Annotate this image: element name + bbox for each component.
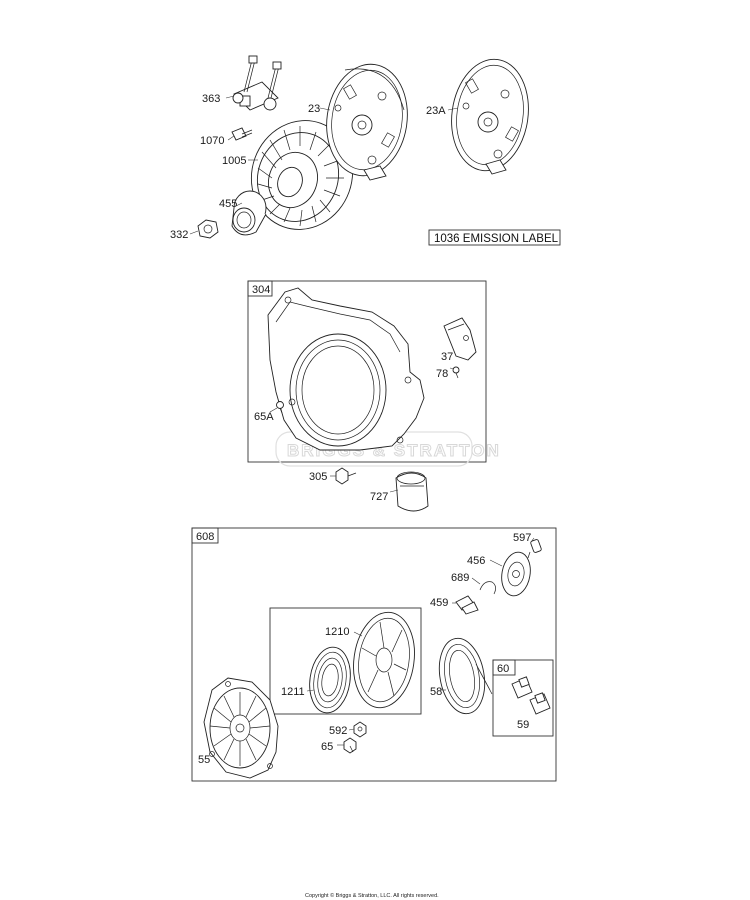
label-689: 689 (451, 572, 469, 584)
label-58: 58 (430, 686, 442, 698)
label-1005: 1005 (222, 155, 246, 167)
label-456: 456 (467, 555, 485, 567)
part-456-retainer (501, 551, 531, 597)
label-23: 23 (308, 103, 320, 115)
part-37-guard (443, 317, 477, 361)
part-592-nut (353, 721, 367, 738)
label-592: 592 (329, 725, 347, 737)
part-65a-screw (276, 401, 284, 414)
part-597-screw (527, 539, 542, 559)
label-78: 78 (436, 368, 448, 380)
part-1005-fan (250, 120, 354, 230)
label-65a: 65A (254, 411, 274, 423)
part-58-rope (438, 637, 493, 715)
frame-pulley-subassembly (269, 607, 422, 715)
blower-housing-group: 304 BRIGGS & STRATTON (247, 280, 499, 512)
label-60: 60 (497, 663, 509, 675)
part-455-cup (231, 190, 267, 236)
part-1211-spring (309, 646, 351, 714)
label-37: 37 (441, 351, 453, 363)
label-597: 597 (513, 532, 531, 544)
copyright-text: Copyright © Briggs & Stratton, LLC. All … (305, 892, 439, 899)
emission-label-text: 1036 EMISSION LABEL (434, 233, 559, 245)
label-55: 55 (198, 754, 210, 766)
part-332-nut (197, 219, 219, 239)
part-55-starter-housing (203, 677, 279, 779)
label-332: 332 (170, 229, 188, 241)
part-78-screw (452, 366, 460, 379)
part-1070-bolt (231, 127, 253, 141)
label-727: 727 (370, 491, 388, 503)
rewind-starter-group: 608 597 456 689 459 (191, 527, 557, 782)
part-305-screw (335, 467, 357, 485)
part-23-flywheel (326, 63, 408, 181)
frame-304 (247, 280, 487, 463)
part-459-dog (455, 595, 479, 615)
part-65-screw (343, 737, 357, 754)
part-689-clip (479, 581, 496, 595)
flywheel-group: 363 23 23A 1070 1005 455 332 1036 EMISSI… (170, 55, 561, 246)
emission-label-box: 1036 EMISSION LABEL (428, 229, 561, 246)
frame-60 (492, 659, 554, 737)
label-59: 59 (517, 719, 529, 731)
part-727-cover (395, 471, 429, 512)
part-1210-pulley (353, 611, 415, 709)
label-1210: 1210 (325, 626, 349, 638)
label-1070: 1070 (200, 135, 224, 147)
label-455: 455 (219, 198, 237, 210)
part-59-handle (511, 676, 551, 715)
label-1211: 1211 (281, 686, 305, 698)
label-304: 304 (252, 284, 270, 296)
frame-608 (191, 527, 557, 782)
part-23a-flywheel (451, 58, 529, 175)
label-305: 305 (309, 471, 327, 483)
part-304-housing (267, 287, 425, 451)
label-65: 65 (321, 741, 333, 753)
label-23a: 23A (426, 105, 446, 117)
label-363: 363 (202, 93, 220, 105)
label-459: 459 (430, 597, 448, 609)
part-363-bracket (232, 55, 282, 111)
label-608: 608 (196, 531, 214, 543)
